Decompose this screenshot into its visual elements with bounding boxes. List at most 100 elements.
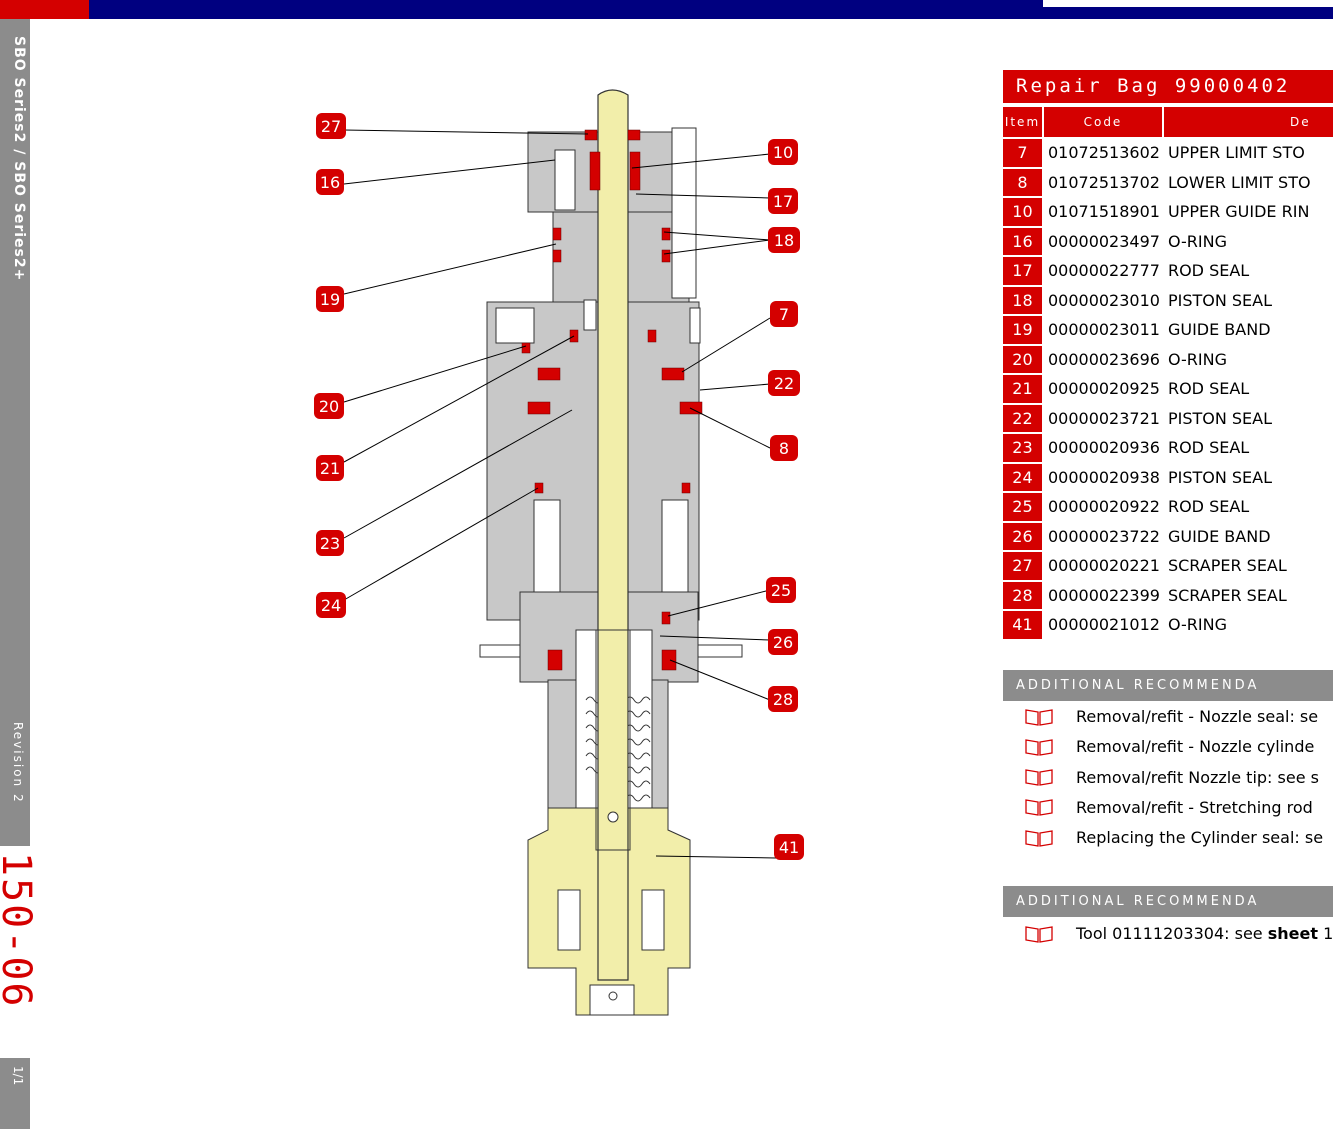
book-icon xyxy=(1025,925,1053,943)
description-cell: UPPER GUIDE RIN xyxy=(1163,198,1333,228)
description-cell: ROD SEAL xyxy=(1163,493,1333,523)
code-cell: 00000022399 xyxy=(1043,582,1164,611)
recommendation-text: Removal/refit - Nozzle cylinde xyxy=(1076,737,1315,757)
page-number-box xyxy=(0,846,30,1058)
svg-text:24: 24 xyxy=(321,596,341,615)
code-cell: 01071518901 xyxy=(1043,198,1164,228)
sidebar-series-title: SBO Series2 / SBO Series2+ xyxy=(11,36,27,282)
description-cell: GUIDE BAND xyxy=(1163,316,1333,346)
callout-16: 16 xyxy=(316,169,344,195)
callout-labels: 27 16 19 20 21 23 24 10 17 18 7 22 8 25 … xyxy=(314,113,804,860)
recommendation-tool-item[interactable]: Tool 01111203304: see sheet 1 xyxy=(1024,923,1333,945)
book-icon xyxy=(1025,708,1053,726)
code-cell: 00000023722 xyxy=(1043,523,1164,552)
svg-text:28: 28 xyxy=(773,690,793,709)
item-cell: 10 xyxy=(1003,198,1044,228)
header-white-strip xyxy=(1043,0,1333,7)
header-red-block xyxy=(0,0,89,19)
description-cell: PISTON SEAL xyxy=(1163,405,1333,434)
cylinder-cross-section-diagram: 27 16 19 20 21 23 24 10 17 18 7 22 8 25 … xyxy=(314,89,804,1016)
code-cell: 01072513602 xyxy=(1043,139,1164,169)
description-cell: O-RING xyxy=(1163,611,1333,641)
description-cell: O-RING xyxy=(1163,228,1333,257)
code-cell: 00000020922 xyxy=(1043,493,1164,523)
item-cell: 16 xyxy=(1003,227,1044,257)
page-code: 150-06 xyxy=(0,852,39,1009)
callout-41: 41 xyxy=(774,834,804,860)
svg-text:16: 16 xyxy=(320,173,340,192)
callout-20: 20 xyxy=(314,393,344,419)
item-cell: 20 xyxy=(1003,345,1044,375)
recommendation-tool-text: Tool 01111203304: see sheet 1 xyxy=(1076,924,1333,943)
svg-text:22: 22 xyxy=(774,374,794,393)
item-cell: 25 xyxy=(1003,493,1044,523)
callout-23: 23 xyxy=(316,530,344,556)
recommendation-item[interactable]: Replacing the Cylinder seal: se xyxy=(1024,827,1333,849)
book-icon xyxy=(1025,739,1053,756)
recommendation-item[interactable]: Removal/refit - Nozzle seal: se xyxy=(1024,706,1333,728)
description-cell: GUIDE BAND xyxy=(1163,523,1333,552)
item-cell: 7 xyxy=(1003,139,1044,169)
description-cell: O-RING xyxy=(1163,346,1333,375)
item-cell: 26 xyxy=(1003,522,1044,552)
code-cell: 00000023011 xyxy=(1043,316,1164,346)
svg-text:10: 10 xyxy=(773,143,793,162)
svg-text:20: 20 xyxy=(319,397,339,416)
code-cell: 00000021012 xyxy=(1043,611,1164,641)
recommendation-text: Removal/refit Nozzle tip: see s xyxy=(1076,767,1319,787)
callout-7: 7 xyxy=(770,301,798,327)
code-cell: 00000023721 xyxy=(1043,405,1164,434)
recommendation-item[interactable]: Removal/refit - Nozzle cylinde xyxy=(1024,736,1333,758)
recommendation-text: Removal/refit - Nozzle seal: se xyxy=(1076,707,1319,726)
code-cell: 00000020925 xyxy=(1043,375,1164,405)
description-cell: ROD SEAL xyxy=(1163,375,1333,405)
item-cell: 19 xyxy=(1003,316,1044,346)
item-cell: 27 xyxy=(1003,552,1044,582)
code-cell: 00000023696 xyxy=(1043,346,1164,375)
code-cell: 00000020936 xyxy=(1043,434,1164,464)
callout-27: 27 xyxy=(316,113,346,139)
item-cell: 18 xyxy=(1003,286,1044,316)
recommendation-item[interactable]: Removal/refit Nozzle tip: see s xyxy=(1024,767,1333,789)
callout-24: 24 xyxy=(316,592,346,618)
callout-8: 8 xyxy=(770,435,798,461)
item-cell: 41 xyxy=(1003,611,1044,641)
svg-text:23: 23 xyxy=(320,534,340,553)
recommendation-item[interactable]: Removal/refit - Stretching rod xyxy=(1024,797,1333,819)
page-fraction: 1/1 xyxy=(11,1066,25,1086)
description-cell: SCRAPER SEAL xyxy=(1163,582,1333,611)
svg-text:8: 8 xyxy=(779,439,789,458)
callout-18: 18 xyxy=(768,227,800,253)
book-icon xyxy=(1025,769,1053,786)
repair-bag-title: Repair Bag 99000402 xyxy=(1003,70,1333,103)
description-cell: ROD SEAL xyxy=(1163,257,1333,287)
svg-text:19: 19 xyxy=(320,290,340,309)
book-icon xyxy=(1025,829,1053,847)
svg-text:21: 21 xyxy=(320,459,340,478)
column-header-code: Code xyxy=(1043,107,1164,139)
callout-22: 22 xyxy=(768,370,800,396)
code-cell: 00000022777 xyxy=(1043,257,1164,287)
code-cell: 00000020221 xyxy=(1043,552,1164,582)
description-cell: PISTON SEAL xyxy=(1163,464,1333,493)
callout-17: 17 xyxy=(768,188,798,214)
recommendation-text: Replacing the Cylinder seal: se xyxy=(1076,828,1324,848)
svg-text:7: 7 xyxy=(779,305,789,324)
item-cell: 24 xyxy=(1003,463,1044,493)
item-cell: 28 xyxy=(1003,581,1044,611)
header-blue-bar xyxy=(89,0,1333,19)
item-cell: 21 xyxy=(1003,375,1044,405)
